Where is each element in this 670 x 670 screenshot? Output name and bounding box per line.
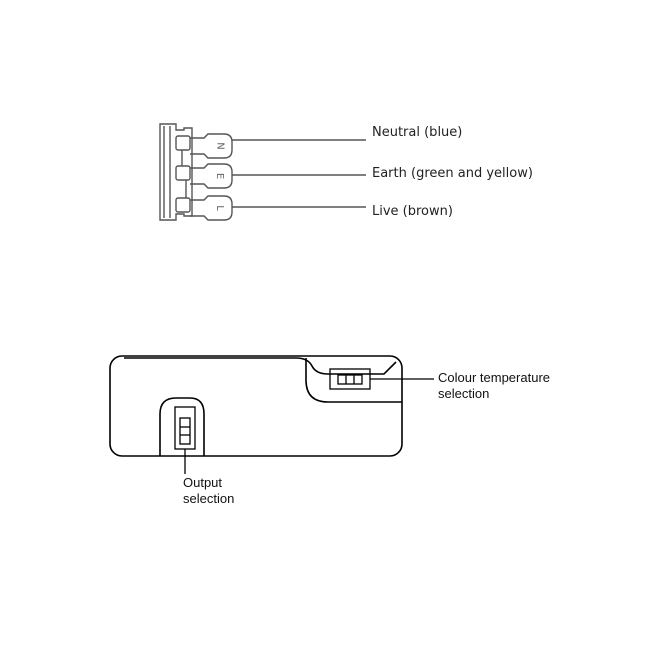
earth-label: Earth (green and yellow) — [372, 166, 533, 182]
colour-temperature-label-line2: selection — [438, 387, 489, 401]
neutral-label: Neutral (blue) — [372, 125, 462, 141]
colour-temperature-switch — [330, 369, 370, 389]
terminal-letter-n: N — [212, 142, 228, 149]
leader-lines — [232, 140, 366, 207]
output-label-line1: Output — [183, 476, 222, 490]
output-switch — [175, 407, 195, 449]
output-label-line2: selection — [183, 492, 234, 506]
colour-temperature-label-line1: Colour temperature — [438, 371, 550, 385]
driver-housing — [110, 356, 402, 456]
live-label: Live (brown) — [372, 204, 453, 220]
terminal-letter-l: L — [211, 205, 227, 211]
terminal-letter-e: E — [211, 173, 227, 179]
